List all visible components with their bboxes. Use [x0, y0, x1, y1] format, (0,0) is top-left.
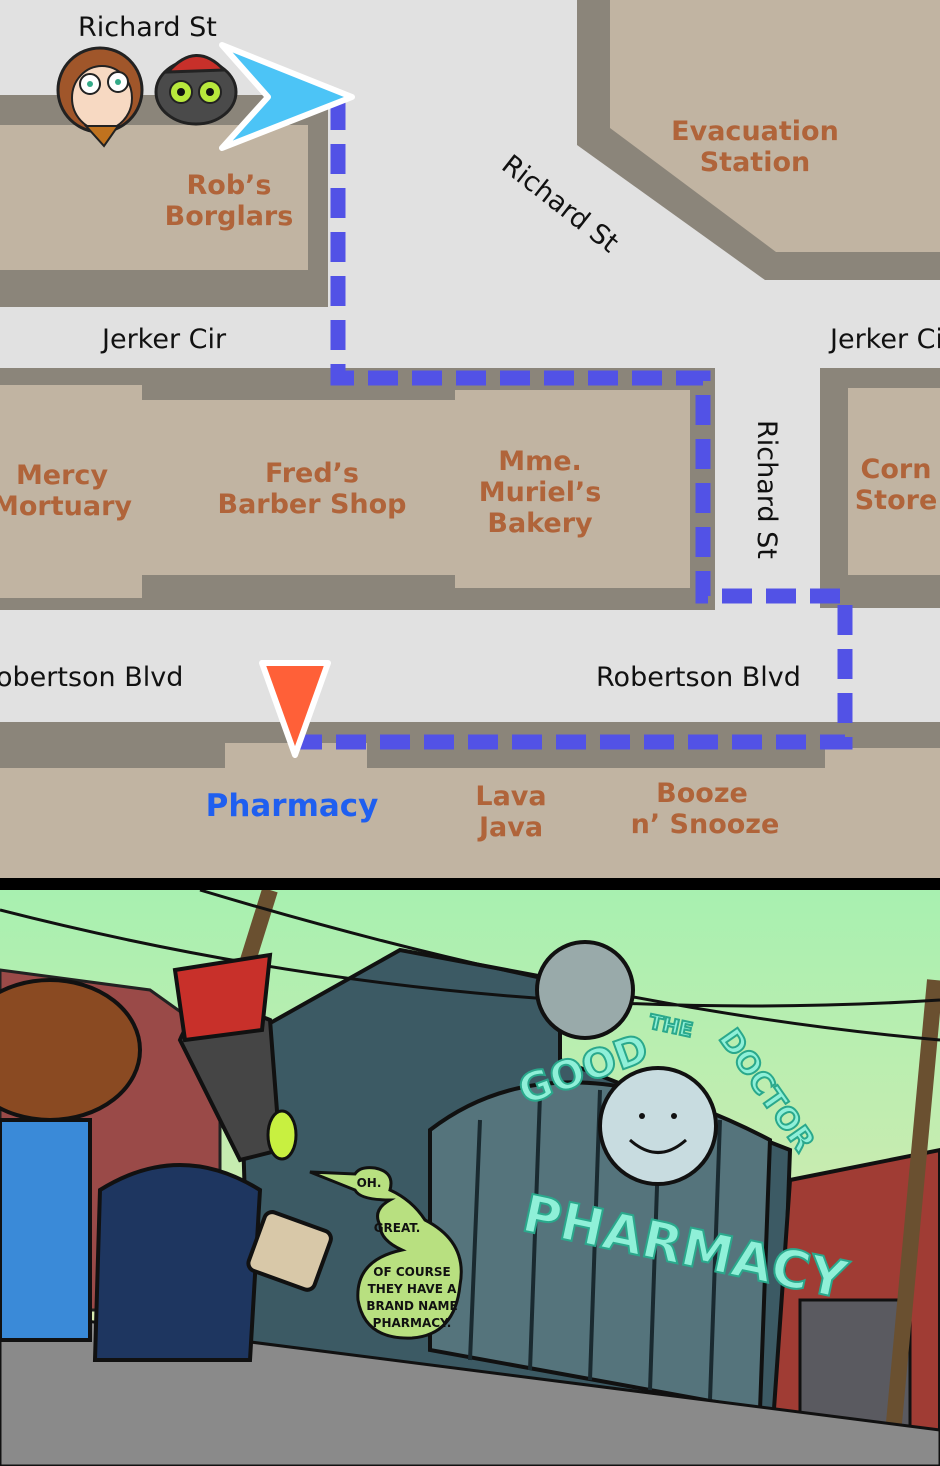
destination-marker-icon [259, 660, 331, 758]
smiley-sign-icon [598, 1066, 718, 1186]
building-muriels-bakery [455, 390, 690, 588]
smiley-eye-left [639, 1113, 645, 1119]
street-label-robertson-right: Robertson Blvd [596, 662, 801, 693]
speech-line-3: OF COURSE [373, 1265, 450, 1279]
street-label-robertson-left: obertson Blvd [0, 662, 183, 693]
sign-disc [535, 940, 635, 1040]
building-booze-roof [825, 748, 940, 778]
smiley-mouth [629, 1138, 687, 1154]
street-label-jerker-left: Jerker Cir [100, 324, 227, 355]
street-label-jerker-right: Jerker Ci [828, 324, 940, 355]
speech-line-1: OH. [357, 1176, 382, 1190]
current-location-arrow-icon [219, 42, 355, 151]
girl-avatar-icon [56, 46, 144, 148]
building-robs-borglars-roof [0, 125, 308, 270]
girl-character [0, 978, 142, 1342]
label-pharmacy-destination[interactable]: Pharmacy [206, 788, 379, 824]
speech-bubble: OH. GREAT. OF COURSE THEY HAVE A BRAND N… [309, 1166, 463, 1340]
smiley-eye-right [671, 1113, 677, 1119]
building-mercy-mortuary [0, 385, 142, 598]
comic-panel: GOOD THE DOCTOR PHARMACY OH. GREAT. OF C… [0, 890, 940, 1466]
speech-line-2: GREAT. [374, 1221, 421, 1235]
window-mullions [468, 1089, 722, 1401]
building-freds-barber [142, 400, 455, 575]
bottom-block-roof [0, 768, 940, 878]
building-evacuation-station-roof [610, 0, 940, 252]
street-label-richard-top: Richard St [78, 12, 217, 43]
street-label-richard-vertical: Richard St [751, 420, 782, 559]
cat-avatar-icon [154, 54, 238, 126]
route-path [300, 100, 853, 750]
cat-character [92, 952, 333, 1362]
speech-line-5: BRAND NAME [366, 1299, 457, 1313]
building-corn-store-roof [848, 388, 940, 575]
neon-sign-the: THE [647, 1009, 695, 1042]
utility-pole [882, 979, 940, 1466]
speech-line-6: PHARMACY. [373, 1316, 452, 1330]
map-panel: Richard St Richard St Richard St Jerker … [0, 0, 940, 878]
speech-line-4: THEY HAVE A [368, 1282, 457, 1296]
